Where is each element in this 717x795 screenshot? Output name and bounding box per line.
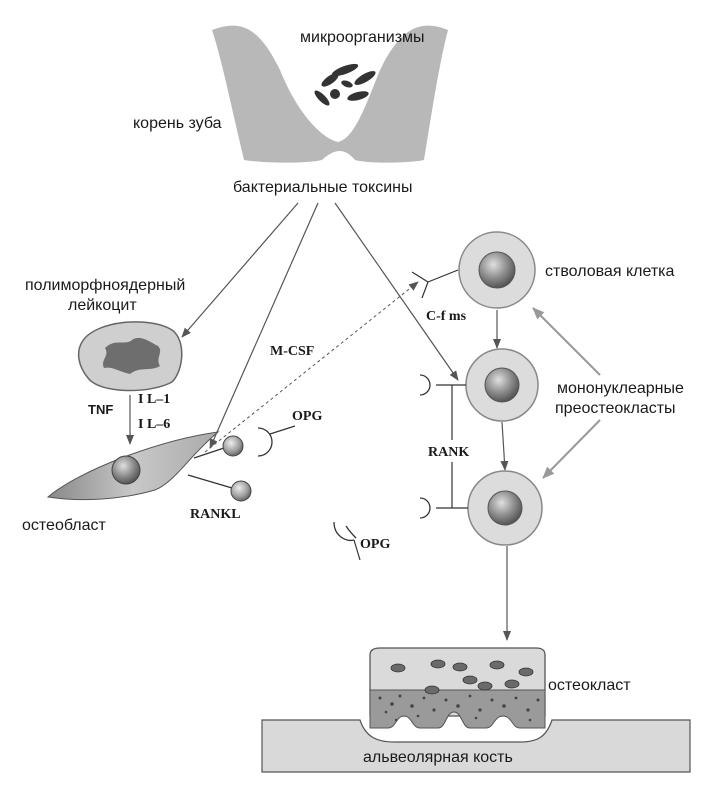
opg-top-stalk xyxy=(269,425,296,435)
opg-top-label: OPG xyxy=(292,409,322,424)
stem-cell-label: стволовая клетка xyxy=(545,263,675,280)
stem-cell xyxy=(458,231,536,309)
osteoblast-stalk-bottom xyxy=(187,474,233,489)
tnf-label: TNF xyxy=(88,402,113,417)
bacterial-toxins-label: бактериальные токсины xyxy=(233,179,413,196)
rankl-label: RANKL xyxy=(190,507,241,522)
mononuclear-label-line2: преостеокласты xyxy=(555,400,676,417)
pmn-leukocyte-cell xyxy=(77,321,183,392)
microorganisms-icon xyxy=(314,63,376,106)
rank-receptor-1 xyxy=(419,374,466,396)
arrow-preosteoclast-1-to-2 xyxy=(500,421,509,471)
osteoclast-label: остеокласт xyxy=(548,677,631,694)
pmn-label-line2: лейкоцит xyxy=(68,297,137,314)
arrow-toxins-to-osteoblast xyxy=(209,202,319,449)
preosteoclast-cell-2 xyxy=(467,470,543,546)
il6-label: I L–6 xyxy=(138,417,170,432)
rankl-ball-bottom xyxy=(230,480,252,502)
opg-top-cup xyxy=(257,427,273,457)
pmn-label-line1: полиморфноядерный xyxy=(25,277,185,294)
opg-free-receptor xyxy=(333,521,361,561)
opg-bottom-label: OPG xyxy=(360,537,390,552)
rank-receptor-2 xyxy=(419,497,468,519)
osteoclast-cell xyxy=(369,647,546,729)
rankl-ball-top xyxy=(222,435,244,457)
preosteoclast-cell-1 xyxy=(465,348,539,422)
microorganisms-label: микроорганизмы xyxy=(300,29,425,46)
arrow-toxins-to-preosteoclast xyxy=(334,202,459,381)
cfms-label: C-f ms xyxy=(426,309,467,324)
osteoblast-stalk-top xyxy=(193,447,225,459)
alveolar-bone-label: альвеолярная кость xyxy=(363,749,513,766)
osteoblast-cell xyxy=(46,431,220,501)
mononuclear-label-line1: мононуклеарные xyxy=(557,380,684,397)
osteoblast-label: остеобласт xyxy=(22,517,107,534)
mcsf-label: M-CSF xyxy=(270,344,314,359)
il1-label: I L–1 xyxy=(138,392,170,407)
alveolar-bone xyxy=(261,719,691,773)
cfms-receptor xyxy=(411,269,459,299)
arrow-label-to-stem xyxy=(532,307,601,376)
tooth-root-label: корень зуба xyxy=(133,115,222,132)
arrow-mcsf xyxy=(204,281,419,453)
rank-label: RANK xyxy=(428,445,469,460)
arrow-toxins-to-pmn xyxy=(181,202,299,338)
arrow-label-to-preosteoclast-2 xyxy=(542,419,601,479)
tooth-root-shape xyxy=(212,25,448,163)
